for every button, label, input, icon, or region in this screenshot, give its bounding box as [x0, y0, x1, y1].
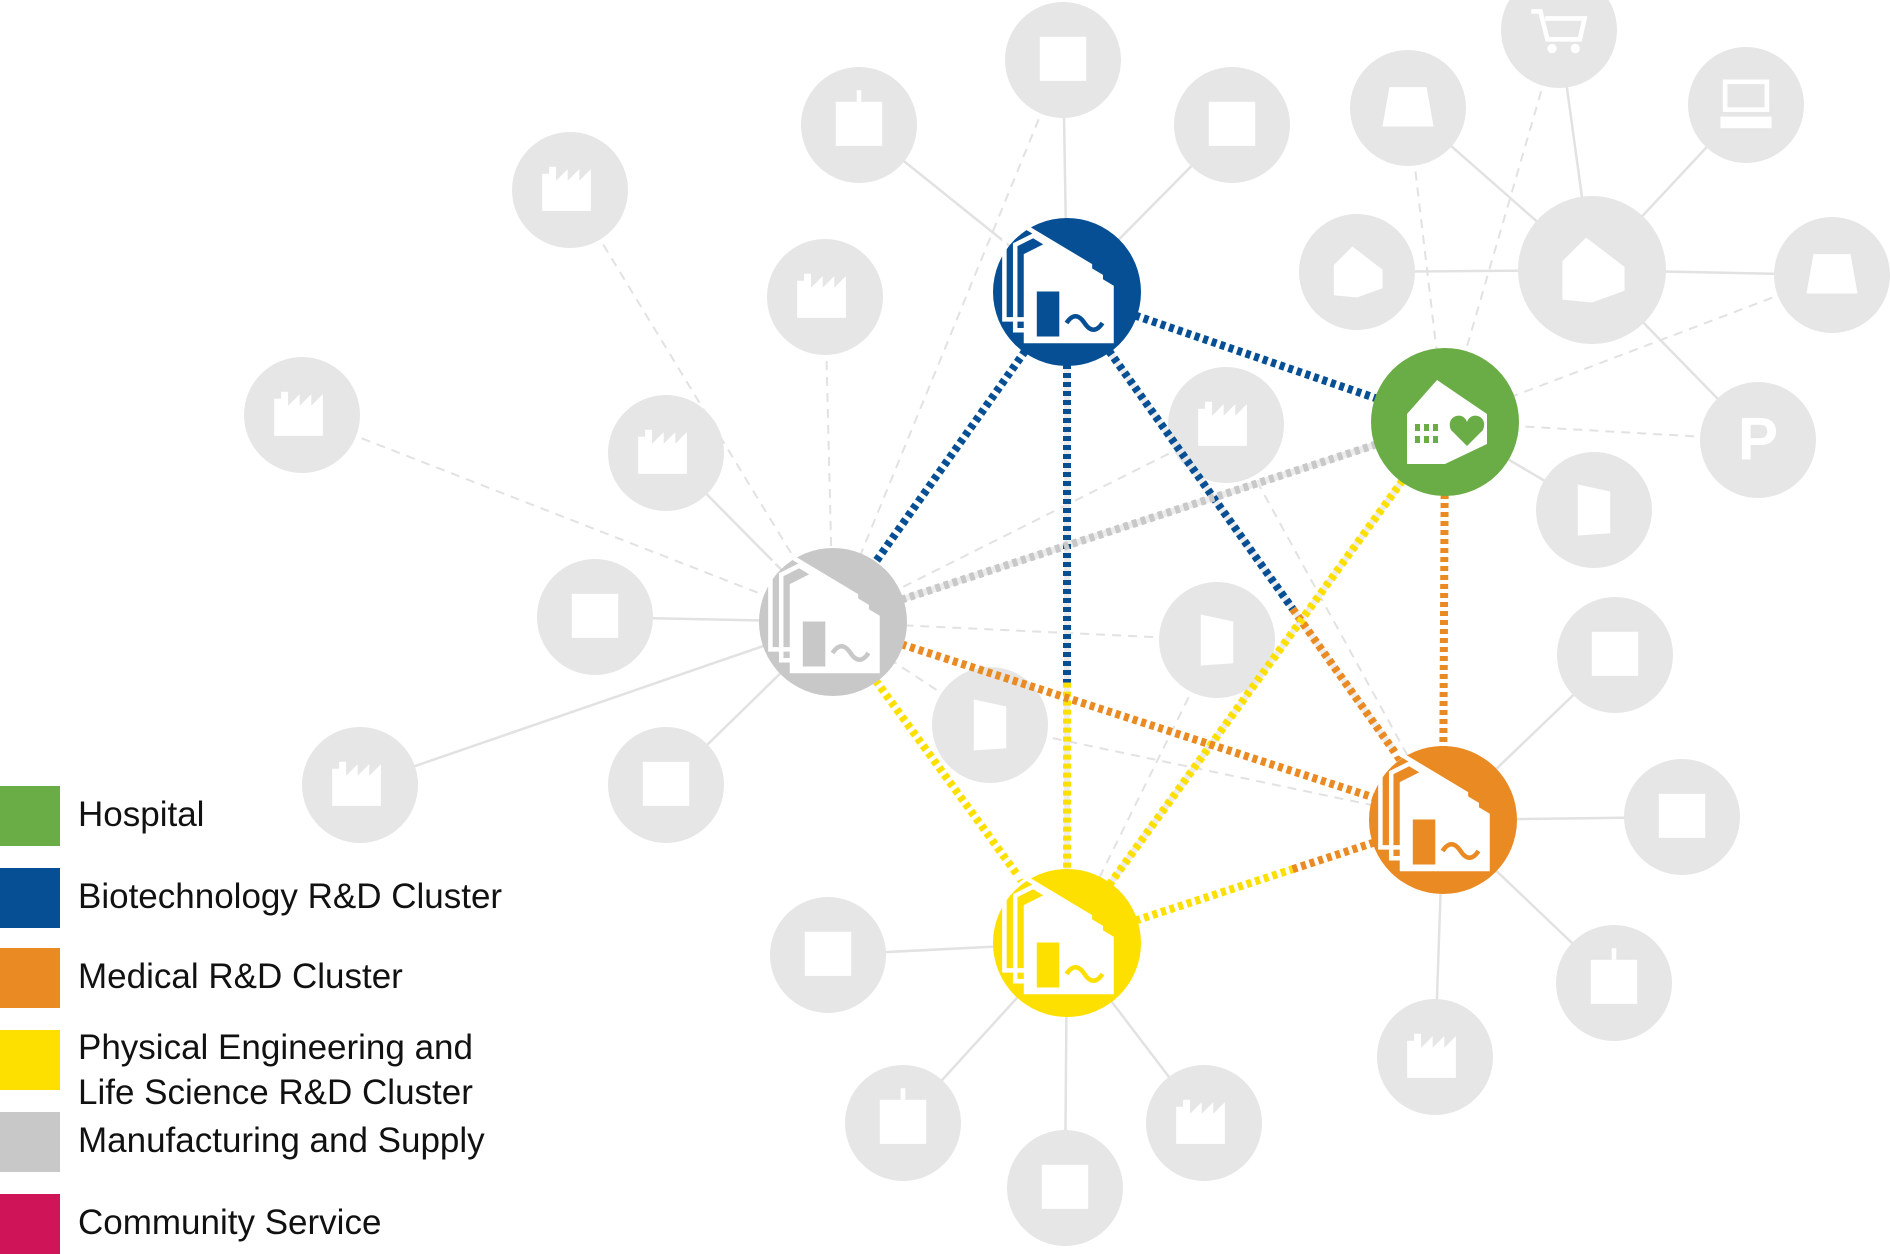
svg-text:P: P	[1738, 404, 1778, 472]
biotech-factory-icon	[1002, 222, 1114, 344]
museum-icon	[1806, 254, 1858, 294]
background-node	[244, 357, 360, 473]
legend-label-manufacturing: Manufacturing and Supply	[78, 1121, 485, 1160]
legend-label-physical: Physical Engineering and Life Science R&…	[78, 1028, 473, 1112]
hub-biotech	[993, 218, 1141, 366]
background-node	[801, 67, 917, 183]
background-dashed-link	[832, 59, 1064, 623]
background-node	[512, 132, 628, 248]
gym-icon	[1382, 87, 1434, 127]
office-building-icon	[1041, 1164, 1089, 1209]
factory-icon	[638, 429, 687, 474]
hub-manufacturing	[759, 548, 907, 696]
legend-label-community: Community Service	[78, 1203, 382, 1242]
background-node: P	[1700, 382, 1816, 498]
cluster-hubs	[759, 218, 1519, 1017]
background-node	[770, 897, 886, 1013]
factory-icon	[542, 166, 591, 211]
office-building-icon	[571, 593, 619, 638]
background-node	[608, 727, 724, 843]
parking-icon: P	[1738, 404, 1778, 472]
legend-label-biotech: Biotechnology R&D Cluster	[78, 877, 503, 916]
background-node	[1536, 452, 1652, 568]
medical-factory-icon	[1378, 750, 1490, 872]
background-node	[1168, 367, 1284, 483]
background-node	[1159, 582, 1275, 698]
background-node	[767, 239, 883, 355]
background-node	[1299, 214, 1415, 330]
apartment-icon	[1208, 101, 1256, 146]
legend-swatch-biotech	[0, 868, 60, 928]
legend-swatch-medical	[0, 948, 60, 1008]
background-node	[1146, 1065, 1262, 1181]
background-node	[1624, 759, 1740, 875]
cluster-links	[829, 288, 1449, 947]
community-house-icon	[1562, 237, 1625, 303]
school-icon	[879, 1088, 927, 1144]
hub-hospital	[1371, 348, 1519, 496]
community-house-icon	[1333, 246, 1383, 298]
tower-icon	[1200, 614, 1234, 666]
factory-icon	[1198, 401, 1247, 446]
cluster-link-manufacturing-medical	[831, 618, 1445, 824]
factory-icon	[1407, 1033, 1456, 1078]
background-node	[1688, 47, 1804, 163]
legend-label-medical: Medical R&D Cluster	[78, 957, 403, 996]
background-node	[1518, 196, 1666, 344]
apartment-icon	[1591, 631, 1639, 676]
school-icon	[1590, 948, 1638, 1004]
background-node	[302, 727, 418, 843]
background-dashed-link	[989, 724, 1444, 821]
background-dashed-link	[569, 189, 834, 623]
background-node	[1501, 0, 1617, 88]
legend-swatch-community	[0, 1194, 60, 1254]
background-node	[537, 559, 653, 675]
background-node	[1174, 67, 1290, 183]
background-node	[1377, 999, 1493, 1115]
office-building-icon	[1039, 36, 1087, 81]
legend-swatch-manufacturing	[0, 1112, 60, 1172]
background-node	[1557, 597, 1673, 713]
apartment-icon	[804, 931, 852, 976]
legend: Hospital Biotechnology R&D Cluster Medic…	[0, 0, 560, 1254]
robot-arm-factory-icon	[768, 552, 880, 674]
hospital-house-icon	[1407, 380, 1487, 464]
physical-factory-icon	[1002, 873, 1114, 995]
factory-icon	[274, 391, 323, 436]
factory-icon	[332, 761, 381, 806]
background-node	[1007, 1130, 1123, 1246]
school-icon	[835, 90, 883, 146]
tower-icon	[1577, 484, 1611, 536]
legend-swatch-hospital	[0, 786, 60, 846]
factory-icon	[1176, 1099, 1225, 1144]
background-thick-link	[832, 419, 1446, 625]
background-node	[1556, 925, 1672, 1041]
bank-icon	[973, 699, 1007, 751]
background-node	[1350, 50, 1466, 166]
office-building-icon	[1658, 793, 1706, 838]
background-nodes: P	[244, 0, 1890, 1246]
background-node	[932, 667, 1048, 783]
apartment-icon	[642, 761, 690, 806]
factory-icon	[797, 273, 846, 318]
background-node	[608, 395, 724, 511]
background-node	[845, 1065, 961, 1181]
hub-physical	[993, 869, 1141, 1017]
legend-label-hospital: Hospital	[78, 795, 205, 834]
background-link	[359, 620, 834, 787]
legend-swatch-physical	[0, 1030, 60, 1090]
presentation-icon	[1720, 79, 1772, 129]
shopping-cart-icon	[1531, 9, 1588, 54]
hub-medical	[1369, 746, 1517, 894]
background-node	[1005, 2, 1121, 118]
background-dashed-link	[1225, 424, 1444, 821]
background-node	[1774, 217, 1890, 333]
